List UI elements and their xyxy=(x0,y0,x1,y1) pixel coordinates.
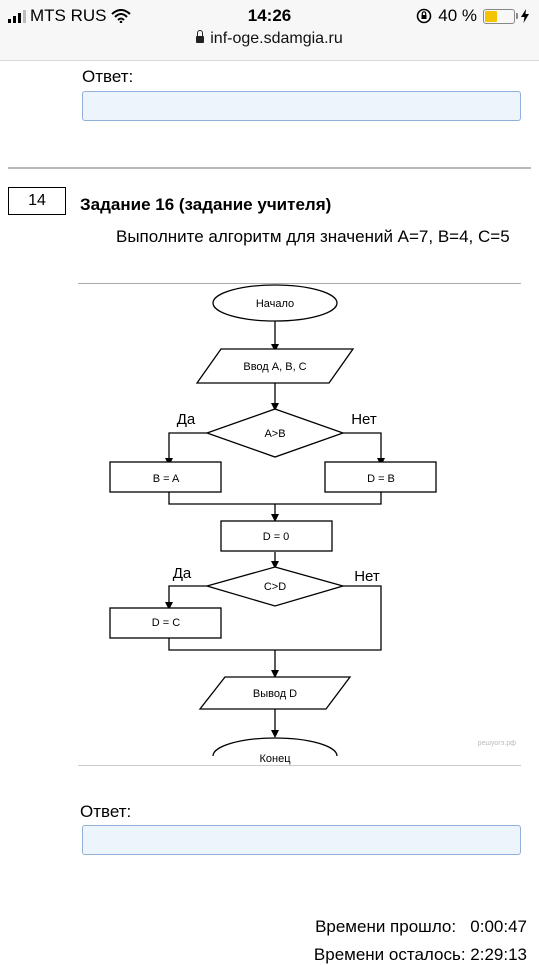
clock: 14:26 xyxy=(247,6,292,25)
carrier-label: MTS RUS xyxy=(30,6,107,25)
time-remaining: Времени осталось: 2:29:13 xyxy=(313,945,527,964)
answer-input-bottom[interactable] xyxy=(82,825,521,855)
battery-icon xyxy=(483,8,518,24)
time-elapsed: Времени прошло: 0:00:47 xyxy=(315,917,527,936)
input-label: Ввод A, B, C xyxy=(243,361,306,373)
d-eq-c-label: D = C xyxy=(152,617,180,629)
b-eq-a-label: B = A xyxy=(153,473,180,485)
condition1-shape xyxy=(205,408,345,458)
output-shape xyxy=(198,676,352,710)
battery-fill xyxy=(485,10,497,22)
condition1-label: A>B xyxy=(264,428,285,440)
task-title: Задание 16 (задание учителя) xyxy=(80,195,332,214)
task-text: Выполните алгоритм для значений A=7, B=4… xyxy=(116,227,510,246)
flowchart: Начало Ввод A, B, C A>B B = A D = B D = … xyxy=(109,284,517,765)
yes-label-1: Да xyxy=(177,411,196,428)
figure-top-border xyxy=(78,283,521,284)
no-label-1: Нет xyxy=(351,411,377,428)
orientation-lock-icon xyxy=(416,8,432,24)
answer-label-bottom: Ответ: xyxy=(80,802,132,821)
condition2-shape xyxy=(204,566,346,607)
signal-icon xyxy=(8,9,26,23)
d-eq-b-shape xyxy=(324,461,437,493)
no-label-2: Нет xyxy=(354,568,380,585)
condition2-label: C>D xyxy=(264,581,286,593)
d-eq-0-label: D = 0 xyxy=(263,531,290,543)
b-eq-a-shape xyxy=(109,461,222,493)
d-eq-b-label: D = B xyxy=(367,473,395,485)
output-label: Вывод D xyxy=(253,688,297,700)
d-eq-0-shape xyxy=(220,520,333,552)
address-bar[interactable]: inf-oge.sdamgia.ru xyxy=(0,30,539,48)
answer-label-top: Ответ: xyxy=(82,67,134,86)
section-divider xyxy=(8,167,531,169)
input-shape xyxy=(195,348,355,384)
watermark: решуогэ.рф xyxy=(478,740,517,747)
battery-percent: 40 % xyxy=(438,6,477,25)
start-shape xyxy=(212,284,338,322)
start-label: Начало xyxy=(256,298,294,310)
lock-icon xyxy=(196,30,205,43)
status-right: 40 % xyxy=(416,6,529,26)
task-number: 14 xyxy=(8,187,66,215)
yes-label-2: Да xyxy=(173,565,192,582)
d-eq-c-shape xyxy=(109,607,222,639)
url-text: inf-oge.sdamgia.ru xyxy=(210,30,343,47)
status-bar: MTS RUS 14:26 40 % inf-oge.sdamgia.ru xyxy=(0,0,539,61)
end-shape xyxy=(212,737,338,757)
charging-icon xyxy=(521,9,529,23)
answer-input-top[interactable] xyxy=(82,91,521,121)
status-left: MTS RUS xyxy=(8,6,131,26)
end-label: Конец xyxy=(259,753,291,765)
wifi-icon xyxy=(110,9,131,23)
figure-bottom-border xyxy=(78,765,521,766)
